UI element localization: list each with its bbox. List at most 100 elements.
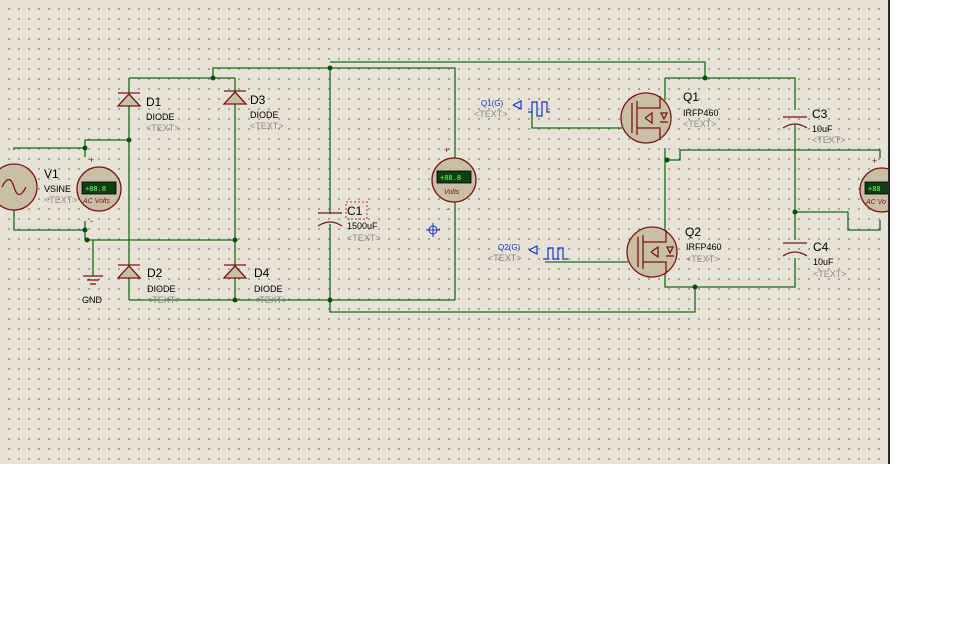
mosfet-q2[interactable]: Q2 IRFP460 <TEXT>	[626, 225, 722, 278]
diode-icon	[116, 265, 142, 279]
mosfet-drain	[637, 96, 661, 109]
wire	[330, 61, 706, 78]
junction-dot	[327, 65, 333, 71]
junction-dot	[210, 75, 216, 81]
lcd-display	[864, 181, 888, 195]
diode-value: DIODE	[147, 284, 176, 294]
capacitor-text-tag: <TEXT>	[812, 135, 846, 145]
pulse-generator-q1g[interactable]: Q1(G) <TEXT>	[474, 99, 550, 119]
junction-dot	[84, 237, 90, 243]
ac-source-body	[0, 163, 38, 211]
lcd-display	[436, 170, 472, 184]
junctions	[82, 65, 798, 303]
diode-text-tag: <TEXT>	[250, 121, 284, 131]
diode-d3[interactable]: D3 DIODE <TEXT>	[222, 90, 284, 131]
lcd-readout: +88.8	[440, 174, 461, 182]
junction-dot	[692, 284, 698, 290]
capacitor-plate-curved	[782, 123, 808, 129]
diode-d4[interactable]: D4 DIODE <TEXT>	[222, 264, 288, 305]
mosfet-arrow-icon	[650, 245, 659, 259]
meter-minus-pin: -	[90, 216, 93, 226]
generator-label: Q2(G)	[498, 243, 521, 252]
source-text-tag: <TEXT>	[44, 195, 78, 205]
meter-label: AC Volts	[82, 198, 110, 205]
pulse-generator-q2g[interactable]: Q2(G) <TEXT>	[488, 243, 568, 263]
source-ref: V1	[44, 167, 59, 181]
diode-icon	[116, 93, 142, 107]
meter-plus-pin: +	[89, 155, 94, 165]
lcd-readout: +88.8	[85, 185, 106, 193]
mosfet-arrow-icon	[644, 111, 653, 125]
junction-dot	[702, 75, 708, 81]
junction-dot	[82, 145, 88, 151]
junction-dot	[664, 157, 670, 163]
wire	[665, 149, 881, 161]
generator-text-tag: <TEXT>	[474, 109, 508, 119]
capacitor-ref: C4	[813, 240, 829, 254]
capacitor-c4[interactable]: C4 10uF <TEXT>	[782, 240, 847, 279]
capacitor-value: 10uF	[813, 257, 834, 267]
ac-voltage-source[interactable]: V1 VSINE <TEXT>	[0, 163, 78, 211]
diode-icon	[222, 265, 248, 279]
junction-dot	[792, 209, 798, 215]
source-value: VSINE	[44, 184, 71, 194]
mosfet-ref: Q1	[683, 90, 699, 104]
schematic-canvas[interactable]: V1 VSINE <TEXT> GND +88.8 AC Volts + - D…	[0, 0, 890, 464]
junction-dot	[82, 227, 88, 233]
mosfet-text-tag: <TEXT>	[686, 254, 720, 264]
diode-ref: D2	[147, 266, 163, 280]
pulse-waveform-icon	[543, 247, 568, 260]
capacitor-plate-curved	[782, 251, 808, 257]
diode-d1[interactable]: D1 DIODE <TEXT>	[116, 92, 180, 133]
diode-ref: D3	[250, 93, 266, 107]
capacitor-c3[interactable]: C3 10uF <TEXT>	[782, 107, 846, 145]
generator-label: Q1(G)	[481, 99, 504, 108]
generator-arrow-icon	[512, 100, 522, 110]
mosfet-q1[interactable]: Q1 IRFP460 <TEXT>	[620, 90, 719, 144]
body-diode-icon	[659, 112, 669, 121]
ground-symbol[interactable]: GND	[82, 275, 103, 305]
diode-value: DIODE	[254, 284, 283, 294]
ac-voltmeter-right[interactable]: +88 AC Vo +	[859, 156, 888, 213]
capacitor-text-tag: <TEXT>	[813, 269, 847, 279]
diode-ref: D1	[146, 95, 162, 109]
wire	[665, 77, 796, 110]
schematic-diagram[interactable]: V1 VSINE <TEXT> GND +88.8 AC Volts + - D…	[0, 0, 888, 464]
capacitor-plate-curved	[317, 221, 343, 227]
diode-icon	[222, 91, 248, 105]
ac-voltmeter-left[interactable]: +88.8 AC Volts + -	[76, 155, 122, 226]
diode-text-tag: <TEXT>	[147, 295, 181, 305]
capacitor-c1[interactable]: C1 1500uF <TEXT>	[317, 201, 381, 243]
dc-voltmeter[interactable]: +88.8 Volts + -	[431, 145, 477, 214]
capacitor-ref: C1	[347, 204, 363, 218]
capacitor-value: 1500uF	[347, 221, 378, 231]
generator-text-tag: <TEXT>	[488, 253, 522, 263]
diode-value: DIODE	[146, 112, 175, 122]
mosfet-value: IRFP460	[686, 242, 722, 252]
lcd-display	[81, 181, 117, 195]
capacitor-value: 10uF	[812, 124, 833, 134]
wire	[330, 67, 456, 160]
capacitor-ref: C3	[812, 107, 828, 121]
wire	[13, 147, 86, 157]
diode-d2[interactable]: D2 DIODE <TEXT>	[116, 264, 181, 305]
wires	[13, 61, 881, 313]
meter-plus-pin: +	[872, 156, 877, 166]
mosfet-drain	[643, 230, 667, 243]
diode-ref: D4	[254, 266, 270, 280]
selection-box	[345, 201, 368, 220]
wire	[530, 111, 622, 129]
diode-value: DIODE	[250, 110, 279, 120]
pulse-waveform-icon	[528, 101, 550, 117]
crosshair-cursor-icon	[426, 223, 440, 237]
wire	[795, 211, 881, 231]
mosfet-text-tag: <TEXT>	[683, 119, 717, 129]
junction-dot	[232, 297, 238, 303]
meter-label: Volts	[444, 189, 460, 196]
junction-dot	[232, 237, 238, 243]
ground-label: GND	[82, 295, 103, 305]
mosfet-source	[643, 261, 667, 274]
wire	[84, 139, 129, 148]
mosfet-source	[637, 127, 661, 140]
wire	[329, 224, 696, 313]
